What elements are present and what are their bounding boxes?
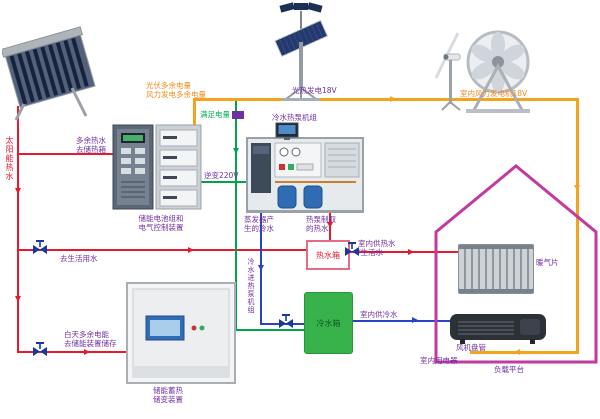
label-heat-pump: 冷水热泵机组 — [272, 113, 317, 122]
flow-arrow — [390, 96, 396, 102]
hot-line-solar-vertical — [17, 106, 19, 353]
label-evaporator-cold: 蒸发器产 生的冷水 — [244, 215, 274, 233]
label-load-platform: 负载平台 — [494, 365, 524, 374]
flow-arrow — [233, 148, 239, 154]
power-line-into-house — [470, 351, 577, 354]
label-pv-generation: 光热发电18V — [292, 86, 337, 95]
fan-coil-foot — [530, 339, 535, 344]
label-fan-coil: 风机盘管 — [456, 343, 486, 352]
label-daytime-surplus: 白天多余电能 去储能装置储存 — [64, 330, 117, 348]
battery-cabinets — [112, 124, 202, 210]
label-inverter-220v: 逆变220V — [204, 171, 239, 180]
label-wind-generation: 室内风力发电机18V — [460, 89, 528, 98]
label-indoor-appliance: 室内用电器 — [420, 356, 458, 365]
hot-line-tank-to-house — [346, 251, 462, 253]
flow-arrow — [574, 185, 580, 191]
fan-coil-foot — [460, 339, 465, 344]
power-indicator-box — [232, 111, 244, 119]
label-heatpump-hot: 热泵制取 的热水 — [306, 215, 336, 233]
flow-arrow — [15, 296, 21, 302]
inverter-cabinet — [126, 282, 236, 384]
radiator-unit — [458, 244, 534, 294]
flow-arrow — [327, 222, 333, 228]
fan-coil-endcap — [520, 319, 540, 335]
label-surplus-hot-water: 多余热水 去储热箱 — [76, 136, 106, 154]
label-to-domestic-water: 去生活用水 — [60, 254, 98, 263]
cold-water-tank: 冷水箱 — [304, 292, 353, 354]
power-line-right-vertical — [576, 98, 579, 354]
valve-icon — [33, 240, 47, 254]
elec-line-vertical — [235, 99, 237, 331]
label-radiator: 暖气片 — [536, 258, 559, 267]
label-indoor-hot-supply: 室内供热水 /生活水 — [358, 239, 396, 257]
label-pv-surplus: 光伏多余电量 风力发电多余电量 — [146, 81, 206, 99]
house-outline — [434, 164, 598, 364]
flow-arrow — [188, 247, 194, 253]
valve-icon — [345, 242, 359, 256]
fan-coil-grille — [458, 319, 514, 335]
flow-arrow — [15, 188, 21, 194]
solar-collector — [2, 26, 96, 121]
cold-line-tank-to-house — [351, 320, 452, 322]
heat-pump-unit — [246, 122, 364, 213]
cold-water-tank-label: 冷水箱 — [316, 318, 341, 328]
valve-icon — [279, 314, 293, 328]
flow-arrow — [84, 349, 90, 355]
flow-arrow — [408, 249, 414, 255]
flow-arrow — [514, 349, 520, 355]
valve-icon — [33, 342, 47, 356]
label-storage-caption: 储能蓄热 储变装置 — [153, 386, 183, 404]
hot-water-tank: 热水箱 — [306, 240, 350, 270]
elec-line-to-coldtank — [235, 329, 304, 331]
hot-water-tank-label: 热水箱 — [316, 250, 340, 260]
power-line-top — [193, 98, 579, 101]
elec-line-inverter — [200, 181, 246, 183]
wind-turbine — [434, 30, 530, 113]
flow-arrow — [258, 265, 264, 271]
hot-line-bottom — [17, 351, 128, 353]
power-line-to-cabinet — [193, 98, 196, 126]
flow-arrow — [412, 317, 418, 323]
label-sufficient-power: 满足电量 — [200, 110, 230, 119]
hot-line-to-cabinet — [17, 153, 113, 155]
hot-line-domestic — [17, 249, 308, 251]
label-battery-caption: 储能电池组和 电气控制装置 — [138, 214, 184, 232]
label-solar-hot-water: 太阳能热水 — [5, 136, 14, 181]
fan-coil-unit — [450, 314, 546, 344]
label-indoor-cold-supply: 室内供冷水 — [360, 310, 398, 319]
label-cold-to-heatpump: 冷水进热泵机组 — [247, 258, 255, 314]
pv-tracker — [274, 2, 329, 101]
